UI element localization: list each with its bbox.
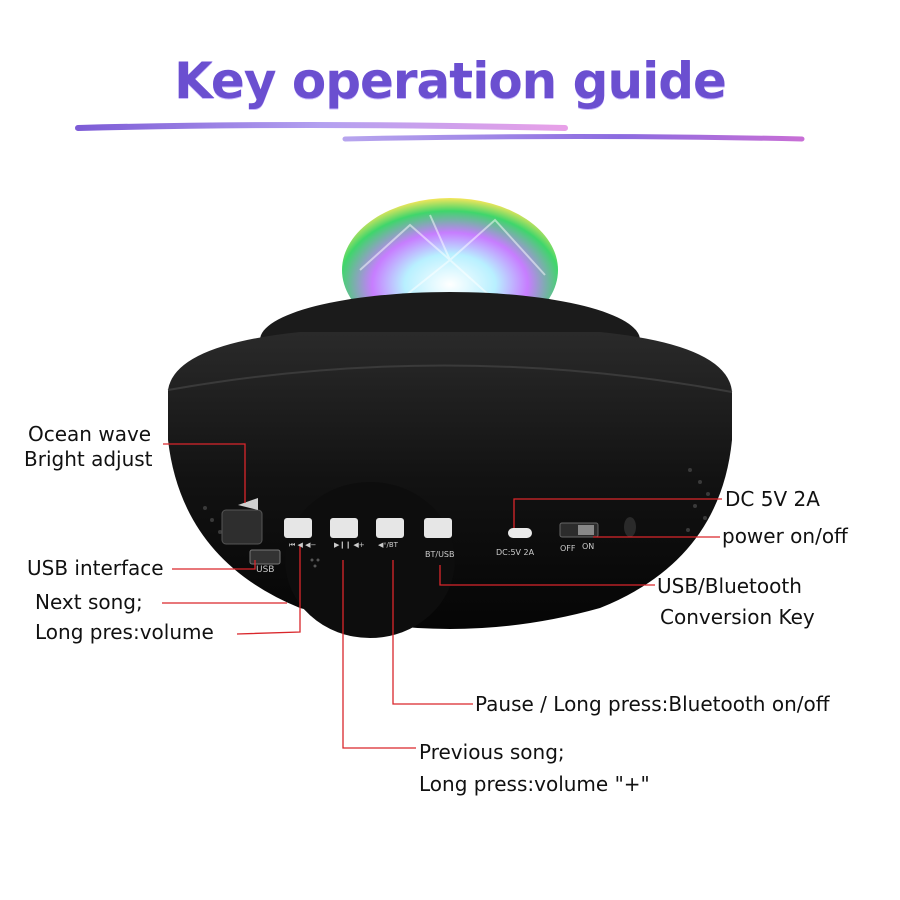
usb-marking: USB [256,565,275,575]
label-usb-interface: USB interface [27,556,164,580]
label-long-press-volume: Long pres:volume [35,620,214,644]
title-underline-1 [75,122,568,131]
label-next-song: Next song; [35,590,143,614]
off-marking: OFF [560,544,576,553]
btn4-marking: BT/USB [425,550,455,559]
front-panel [285,482,455,638]
on-marking: ON [582,542,595,551]
label-long-press-volume-plus: Long press:volume "+" [419,772,650,796]
label-bright-adjust: Bright adjust [24,447,153,471]
page-title: Key operation guide [174,52,727,110]
label-conversion-key: Conversion Key [660,605,815,629]
leader-lines [162,443,722,749]
label-pause: Pause / Long press:Bluetooth on/off [475,692,830,716]
label-dc: DC 5V 2A [725,487,820,511]
grille-dots [203,468,710,534]
btn2-marking: ▶❙❙ ◀+ [334,541,365,549]
label-ocean-wave: Ocean wave [28,422,152,446]
label-previous-song: Previous song; [419,740,565,764]
btn1-marking: ⏮ ◀ ◀− [289,541,317,549]
dc-port [508,528,532,538]
mic-holes [310,558,320,568]
dc-marking: DC:5V 2A [496,548,535,557]
brightness-wheel [221,509,263,545]
usb-port [249,549,281,565]
label-usb-bluetooth: USB/Bluetooth [657,574,802,598]
label-power: power on/off [722,524,848,548]
title-underline-2 [342,134,805,142]
btn3-marking: ◀ˣ/BT [378,541,398,549]
buttons [284,518,452,538]
